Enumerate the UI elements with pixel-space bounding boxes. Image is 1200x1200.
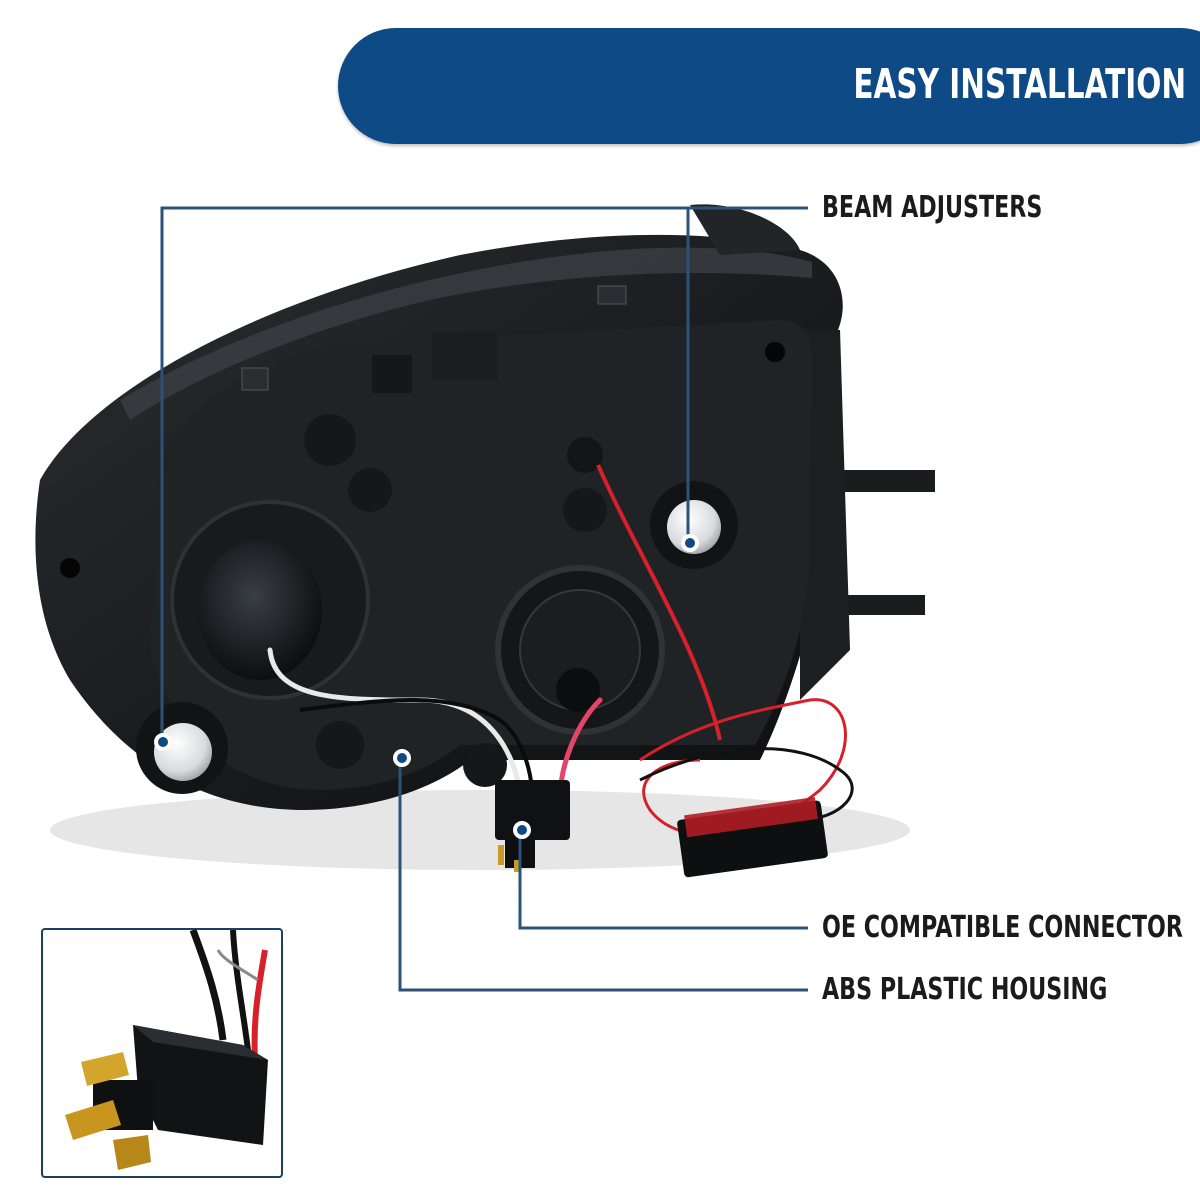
header-banner — [338, 28, 1200, 144]
side-body — [800, 330, 850, 700]
top-flange — [690, 204, 800, 255]
boss-1 — [304, 414, 356, 466]
red-wire-loop — [639, 698, 847, 837]
clip-3 — [432, 332, 498, 380]
clip-1 — [241, 367, 269, 391]
boss-3 — [563, 488, 607, 532]
clip-4 — [597, 285, 627, 305]
resistor-module — [677, 797, 828, 878]
boss-4 — [567, 437, 603, 473]
callout-lines — [160, 206, 808, 992]
boss-5 — [316, 721, 364, 769]
callout-markers — [154, 534, 699, 839]
black-wire — [299, 698, 534, 791]
label-beam-adjusters: BEAM ADJUSTERS — [822, 190, 1043, 225]
callout-line-beam — [160, 206, 808, 742]
black-wire-loop — [639, 747, 854, 822]
beam-adjuster-left — [136, 702, 228, 794]
beam-adjuster-right — [650, 481, 738, 569]
mount-hole-right — [765, 342, 785, 362]
banner-title: EASY INSTALLATION — [853, 60, 1186, 108]
connector-closeup-inset — [41, 928, 283, 1178]
red-wire-upper — [596, 464, 722, 741]
callout-line-connector — [518, 830, 808, 930]
label-oe-connector: OE COMPATIBLE CONNECTOR — [822, 910, 1183, 945]
callout-line-housing — [398, 757, 808, 992]
label-abs-housing: ABS PLASTIC HOUSING — [822, 972, 1108, 1007]
top-ridge — [120, 247, 812, 420]
clip-2 — [372, 355, 412, 393]
connector-closeup-image — [65, 930, 268, 1170]
mount-hole-left — [60, 558, 80, 578]
boss-2 — [348, 468, 392, 512]
boss-6 — [463, 743, 507, 787]
low-beam-cap — [198, 540, 322, 680]
